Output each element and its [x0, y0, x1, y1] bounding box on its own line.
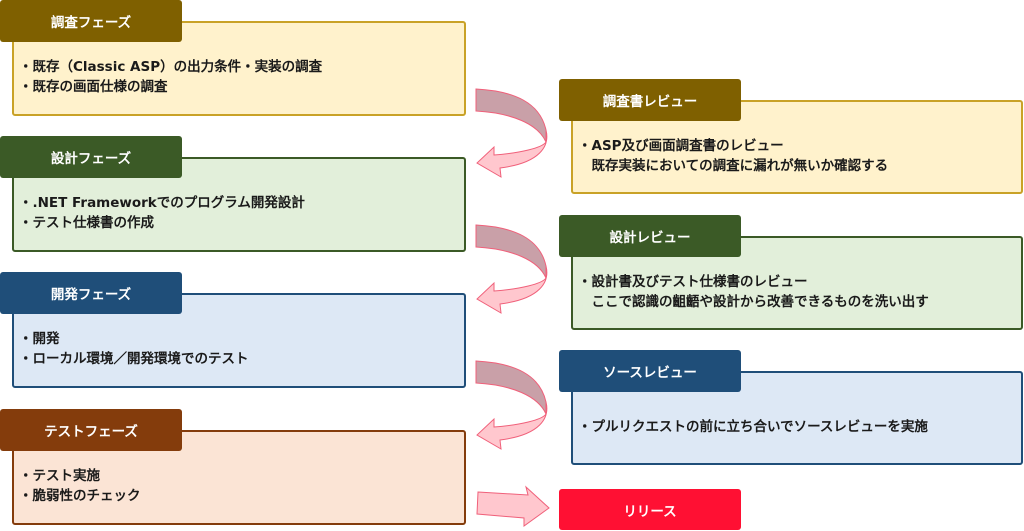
- phase-item: ・脆弱性のチェック: [19, 488, 141, 504]
- review-body-design: [571, 236, 1023, 330]
- review-items-survey: ・ASP及び画面調査書のレビュー 既存実装においての調査に漏れが無いか確認する: [578, 136, 888, 176]
- curved-arrow-bottom-icon: [476, 401, 548, 450]
- review-item: ・ASP及び画面調査書のレビュー: [578, 138, 784, 154]
- phase-item: ・開発: [19, 331, 60, 347]
- phase-items-test: ・テスト実施 ・脆弱性のチェック: [19, 466, 141, 506]
- review-card-survey: 調査書レビュー ・ASP及び画面調査書のレビュー 既存実装においての調査に漏れが…: [559, 79, 1024, 195]
- review-item: 既存実装においての調査に漏れが無いか確認する: [578, 158, 889, 174]
- phase-item: ・既存の画面仕様の調査: [19, 79, 168, 95]
- phase-card-test: テストフェーズ ・テスト実施 ・脆弱性のチェック: [0, 409, 466, 526]
- curved-arrow-bottom-icon: [476, 265, 548, 314]
- phase-card-design: 設計フェーズ ・.NET Frameworkでのプログラム開発設計 ・テスト仕様…: [0, 136, 466, 253]
- phase-item: ・テスト仕様書の作成: [19, 215, 154, 231]
- curved-arrow-bottom-icon: [476, 129, 548, 178]
- curved-arrow-top-icon: [475, 224, 547, 279]
- phase-items-survey: ・既存（Classic ASP）の出力条件・実装の調査 ・既存の画面仕様の調査: [19, 57, 322, 97]
- review-card-design: 設計レビュー ・設計書及びテスト仕様書のレビュー ここで認識の齟齬や設計から改善…: [559, 215, 1024, 331]
- phase-item: ・.NET Frameworkでのプログラム開発設計: [19, 195, 305, 211]
- curved-arrow-top-icon: [475, 88, 547, 143]
- review-item: ここで認識の齟齬や設計から改善できるものを洗い出す: [578, 294, 929, 310]
- review-items-design: ・設計書及びテスト仕様書のレビュー ここで認識の齟齬や設計から改善できるものを洗…: [578, 272, 929, 312]
- phase-title-design: 設計フェーズ: [0, 136, 182, 178]
- phase-card-dev: 開発フェーズ ・開発 ・ローカル環境／開発環境でのテスト: [0, 272, 466, 389]
- phase-title-dev: 開発フェーズ: [0, 272, 182, 314]
- review-title-survey: 調査書レビュー: [559, 79, 741, 121]
- review-item: ・設計書及びテスト仕様書のレビュー: [578, 274, 808, 290]
- phase-items-dev: ・開発 ・ローカル環境／開発環境でのテスト: [19, 329, 249, 369]
- review-title-source: ソースレビュー: [559, 350, 741, 392]
- straight-arrow-icon: [476, 485, 550, 527]
- phase-items-design: ・.NET Frameworkでのプログラム開発設計 ・テスト仕様書の作成: [19, 193, 305, 233]
- phase-card-survey: 調査フェーズ ・既存（Classic ASP）の出力条件・実装の調査 ・既存の画…: [0, 0, 466, 117]
- release-box: リリース: [559, 489, 741, 530]
- review-title-design: 設計レビュー: [559, 215, 741, 257]
- phase-title-survey: 調査フェーズ: [0, 0, 182, 42]
- curved-arrow-top-icon: [475, 360, 547, 415]
- phase-item: ・ローカル環境／開発環境でのテスト: [19, 351, 249, 367]
- phase-item: ・既存（Classic ASP）の出力条件・実装の調査: [19, 59, 323, 75]
- phase-title-test: テストフェーズ: [0, 409, 182, 451]
- review-items-source: ・プルリクエストの前に立ち合いでソースレビューを実施: [578, 417, 928, 437]
- review-item: ・プルリクエストの前に立ち合いでソースレビューを実施: [578, 419, 928, 435]
- phase-item: ・テスト実施: [19, 468, 100, 484]
- review-card-source: ソースレビュー ・プルリクエストの前に立ち合いでソースレビューを実施: [559, 350, 1024, 466]
